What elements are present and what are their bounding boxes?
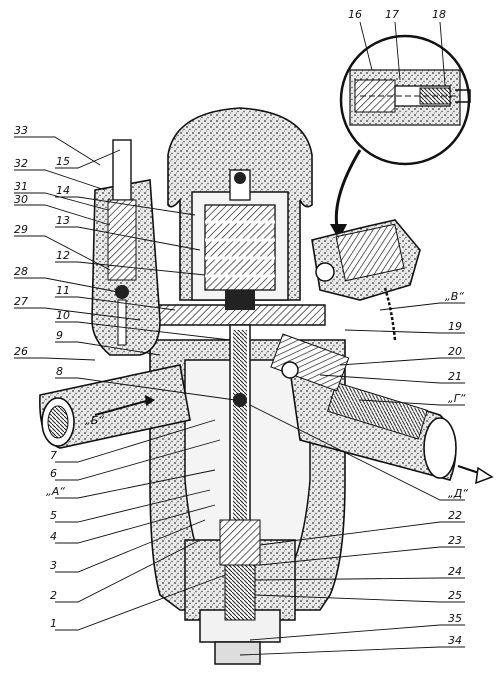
label-33: 33 xyxy=(14,124,28,137)
label-21: 21 xyxy=(448,370,462,383)
label-7: 7 xyxy=(50,449,57,462)
label-26: 26 xyxy=(14,345,28,358)
label-30: 30 xyxy=(14,193,28,206)
label-4: 4 xyxy=(50,530,57,543)
label-22: 22 xyxy=(448,509,462,522)
label-10: 10 xyxy=(56,309,70,322)
label-1: 1 xyxy=(50,617,57,630)
label-8: 8 xyxy=(56,365,63,378)
callouts-right: 16 17 18 „В“ 19 20 21 „Г“ „Д“ 22 23 24 2… xyxy=(348,8,468,647)
label-14: 14 xyxy=(56,184,70,197)
label-9: 9 xyxy=(56,329,63,342)
leader-lines xyxy=(14,21,465,656)
label-29: 29 xyxy=(14,223,28,236)
label-G: „Г“ xyxy=(448,392,466,405)
label-5: 5 xyxy=(50,509,57,522)
label-11: 11 xyxy=(56,284,70,297)
inlet-pipe xyxy=(39,364,191,449)
label-6: 6 xyxy=(50,467,57,480)
label-25: 25 xyxy=(448,589,462,602)
label-15: 15 xyxy=(56,155,70,168)
label-V: „В“ xyxy=(445,290,464,303)
label-32: 32 xyxy=(14,157,28,170)
label-35: 35 xyxy=(448,612,462,625)
label-12: 12 xyxy=(56,249,70,262)
detail-inset xyxy=(339,34,471,166)
dome-cap xyxy=(167,107,313,301)
inset-pointer-arrow xyxy=(334,149,362,233)
label-23: 23 xyxy=(448,534,462,547)
label-27: 27 xyxy=(14,295,28,308)
label-17: 17 xyxy=(385,8,399,21)
label-31: 31 xyxy=(14,180,28,193)
plug-with-chain xyxy=(311,219,421,341)
main-spring xyxy=(204,204,276,291)
label-20: 20 xyxy=(448,345,462,358)
label-A: „А“ xyxy=(46,485,65,498)
label-16: 16 xyxy=(348,8,362,21)
outlet-valve xyxy=(270,333,350,392)
label-19: 19 xyxy=(448,320,462,333)
label-18: 18 xyxy=(432,8,446,21)
label-2: 2 xyxy=(50,589,57,602)
diaphragm-assembly xyxy=(154,290,326,566)
label-B: „Б“ xyxy=(85,414,104,427)
label-28: 28 xyxy=(14,265,28,278)
outlet-pipe xyxy=(289,368,494,485)
relief-valve-column xyxy=(91,139,161,356)
label-34: 34 xyxy=(448,634,462,647)
label-3: 3 xyxy=(50,559,57,572)
callouts-left: 33 32 31 30 29 28 27 26 15 14 13 12 11 1… xyxy=(14,124,70,630)
label-D: „Д“ xyxy=(448,487,468,500)
label-13: 13 xyxy=(56,214,70,227)
label-24: 24 xyxy=(448,565,462,578)
